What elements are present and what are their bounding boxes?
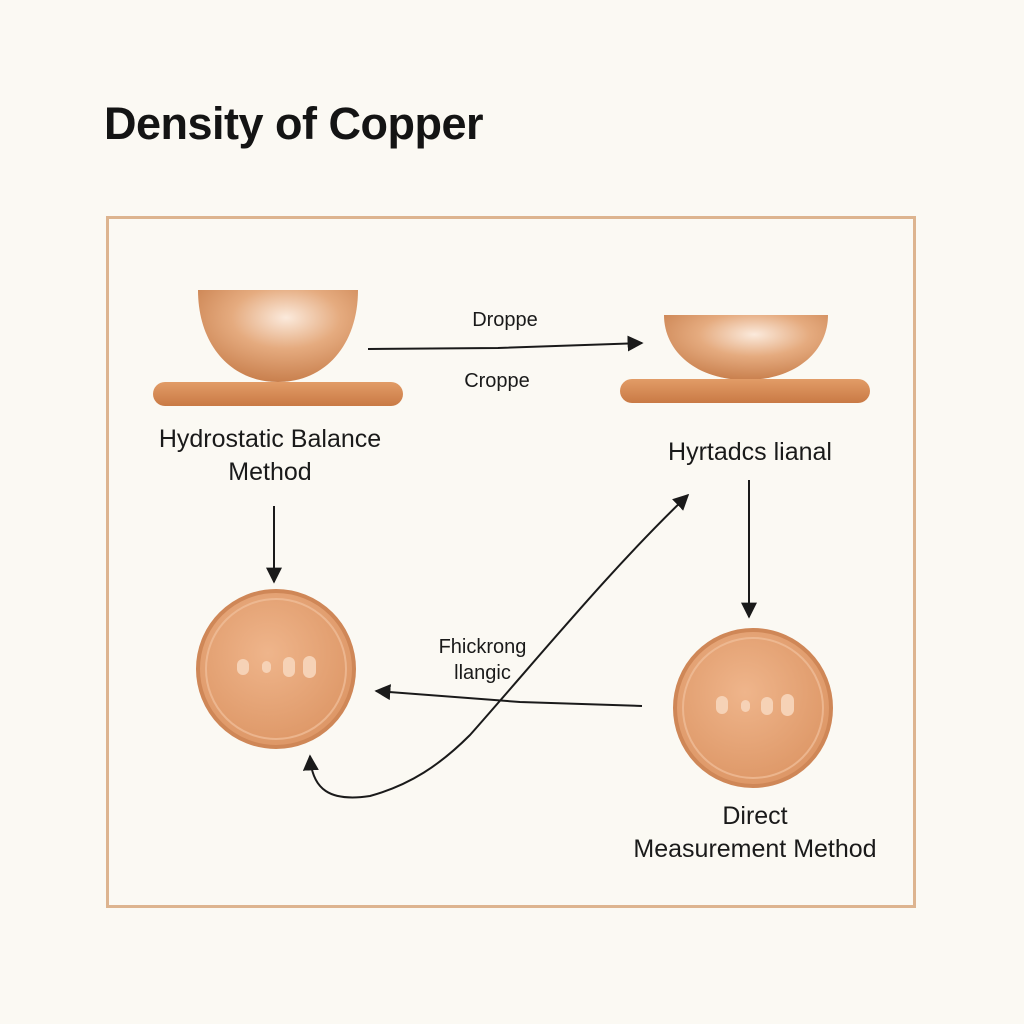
- direct-label-line2: Measurement Method: [633, 834, 877, 863]
- hydrostatic-label-line1: Hydrostatic Balance: [158, 425, 382, 453]
- edge-label-middle-line1: Fhickrong: [438, 636, 527, 658]
- left-bowl-icon: [153, 290, 403, 406]
- right-copper-coin-icon: [673, 628, 833, 788]
- diagram-frame: [106, 216, 916, 908]
- edge-label-middle-line2: llangic: [454, 662, 511, 684]
- direct-method-label: Direct Measurement Method: [600, 800, 910, 865]
- page-title: Density of Copper: [104, 98, 484, 149]
- arrow-middle-left: [374, 684, 643, 707]
- left-copper-coin-icon: [196, 589, 356, 749]
- edge-label-top-below: Croppe: [464, 370, 530, 392]
- edge-label-top-above: Droppe: [472, 309, 538, 331]
- hydrostatic-method-label: Hydrostatic Balance Method: [120, 423, 420, 488]
- edge-label-middle: Fhickrong llangic: [410, 634, 555, 686]
- direct-label-line1: Direct: [722, 802, 788, 830]
- arrow-curve-diagonal: [302, 493, 690, 799]
- hyrtadcs-node-label: Hyrtadcs lianal: [668, 438, 832, 466]
- arrow-top-horizontal: [367, 335, 644, 352]
- hydrostatic-label-line2: Method: [228, 457, 312, 486]
- right-bowl-icon: [620, 315, 870, 403]
